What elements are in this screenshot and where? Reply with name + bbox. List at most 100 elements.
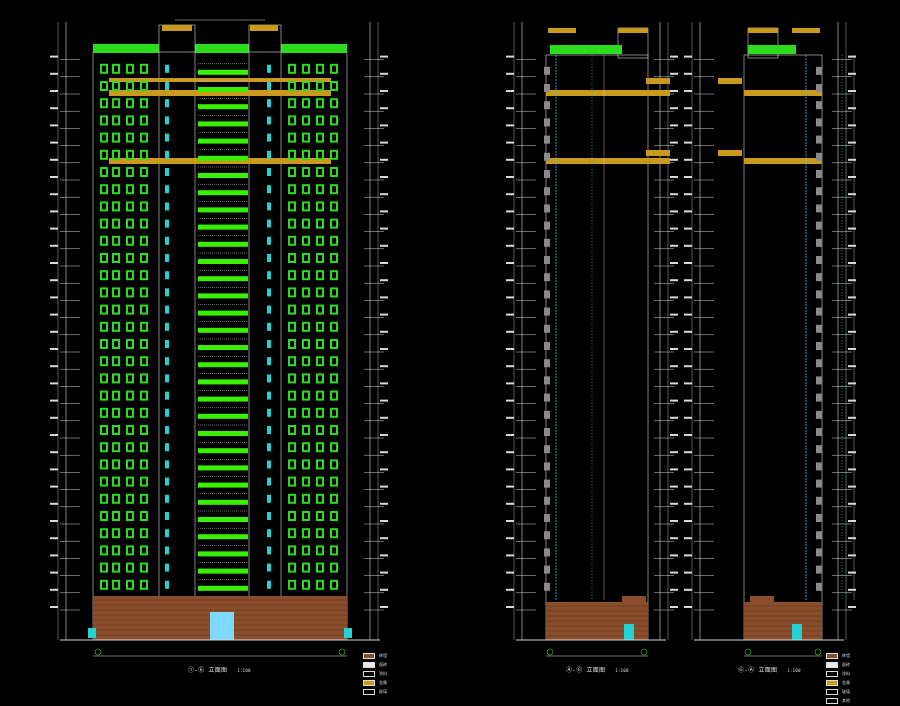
- level-label-mark: [50, 244, 58, 247]
- edge-window: [816, 256, 822, 264]
- front-caption-title: ①-⑥ 立面图: [188, 667, 228, 674]
- level-label-mark: [848, 399, 856, 402]
- window-pane: [102, 581, 106, 588]
- window-pane: [332, 461, 336, 468]
- balcony-rail: [198, 241, 248, 247]
- legend-swatch: [826, 680, 838, 686]
- balcony-rail: [198, 482, 248, 488]
- window-pane: [318, 186, 322, 193]
- balcony-rail: [198, 69, 248, 75]
- level-label-mark: [848, 279, 856, 282]
- edge-window: [816, 238, 822, 247]
- level-label-mark: [848, 124, 856, 127]
- window-pane: [332, 478, 336, 485]
- window-pane: [142, 461, 146, 468]
- core-window: [267, 512, 271, 520]
- gold-band: [646, 78, 670, 84]
- legend-row: 砖墙: [363, 652, 387, 660]
- level-label-mark: [380, 193, 388, 196]
- window-pane: [304, 564, 308, 571]
- window-pane: [304, 323, 308, 330]
- edge-window: [816, 307, 822, 316]
- core-window: [165, 529, 169, 538]
- level-label-mark: [506, 571, 514, 574]
- window-pane: [290, 203, 294, 210]
- window-pane: [128, 306, 132, 313]
- level-label-mark: [380, 416, 388, 419]
- level-label-mark: [670, 348, 678, 350]
- level-label-mark: [684, 606, 692, 608]
- window-pane: [332, 581, 336, 588]
- level-label-mark: [848, 468, 856, 471]
- level-label-mark: [670, 554, 678, 557]
- level-label-mark: [684, 72, 692, 75]
- front-elevation: [50, 19, 388, 657]
- balcony-rail: [198, 534, 248, 540]
- window-pane: [128, 169, 132, 175]
- window-pane: [318, 495, 322, 502]
- level-label-mark: [50, 537, 58, 540]
- window-pane: [142, 186, 146, 193]
- gold-band: [718, 150, 742, 156]
- window-pane: [332, 117, 336, 124]
- edge-window: [544, 238, 550, 247]
- level-label-mark: [506, 90, 514, 92]
- level-label-mark: [848, 330, 856, 333]
- level-label-mark: [848, 158, 856, 161]
- core-window: [267, 99, 271, 108]
- level-label-mark: [506, 158, 514, 161]
- edge-window: [544, 462, 550, 471]
- edge-window: [816, 479, 822, 488]
- edge-window: [544, 324, 550, 333]
- level-label-mark: [670, 451, 678, 454]
- entrance-door: [210, 612, 234, 640]
- edge-window: [544, 479, 550, 488]
- edge-window: [544, 290, 550, 299]
- level-label-mark: [684, 348, 692, 350]
- window-pane: [290, 220, 294, 227]
- window-pane: [142, 375, 146, 382]
- level-label-mark: [684, 520, 692, 522]
- level-label-mark: [506, 537, 514, 540]
- window-pane: [128, 513, 132, 519]
- window-pane: [102, 495, 106, 502]
- level-label-mark: [670, 537, 678, 540]
- window-pane: [142, 100, 146, 107]
- level-label-mark: [380, 107, 388, 110]
- level-label-mark: [506, 434, 514, 436]
- legend-row: 玻璃: [363, 688, 387, 696]
- axis-bubble: [640, 648, 648, 656]
- core-window: [267, 82, 271, 90]
- window-pane: [142, 427, 146, 433]
- window-pane: [142, 495, 146, 502]
- window-pane: [332, 358, 336, 365]
- core-window: [267, 391, 271, 400]
- level-label-mark: [848, 176, 856, 178]
- balcony-rail: [198, 379, 248, 385]
- side-b-elevation-caption: Ⓖ-Ⓐ 立面图 1:100: [738, 665, 801, 674]
- core-window: [165, 340, 169, 348]
- level-label-mark: [848, 55, 856, 58]
- window-pane: [304, 547, 308, 554]
- window-pane: [318, 83, 322, 89]
- legend-swatch: [363, 689, 375, 695]
- core-window: [267, 305, 271, 314]
- level-label-mark: [848, 227, 856, 230]
- balcony-rail: [198, 327, 248, 333]
- balcony-rail: [198, 293, 248, 299]
- window-pane: [318, 100, 322, 107]
- core-window: [165, 168, 169, 176]
- window-pane: [102, 151, 106, 158]
- edge-window: [544, 256, 550, 264]
- window-pane: [318, 169, 322, 175]
- window-pane: [318, 272, 322, 279]
- window-pane: [318, 220, 322, 227]
- level-label-mark: [848, 210, 856, 213]
- window-pane: [114, 186, 118, 193]
- level-label-mark: [380, 90, 388, 92]
- level-label-mark: [506, 416, 514, 419]
- level-label-mark: [670, 382, 678, 385]
- level-label-mark: [50, 571, 58, 574]
- balcony-rail: [198, 259, 248, 264]
- level-label-mark: [380, 262, 388, 264]
